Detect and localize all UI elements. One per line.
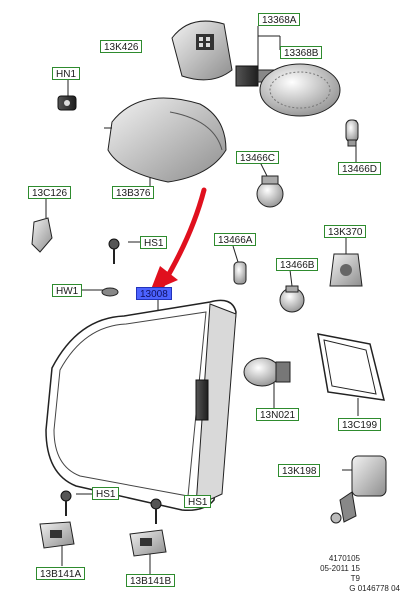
callout-13K198[interactable]: 13K198 [278, 464, 321, 477]
bulb-13N021-part [243, 357, 291, 387]
washer-HW1-part [101, 287, 119, 297]
callout-13466B[interactable]: 13466B [276, 258, 319, 271]
bulb-13466C-part [256, 175, 284, 208]
screw-HS1-top-part [108, 238, 120, 264]
bulb-13466B-part [279, 285, 305, 313]
bulb-13466D-part [345, 119, 359, 147]
drawing-reference-number: 4170105 [328, 554, 360, 563]
callout-13K370[interactable]: 13K370 [324, 225, 367, 238]
side-lens-13368B-part [259, 63, 341, 117]
callout-13C126[interactable]: 13C126 [28, 186, 72, 199]
drawing-graphic-id: G 0146778 04 [349, 584, 400, 593]
callout-13008[interactable]: 13008 [136, 287, 172, 300]
clip-13C126-part [31, 217, 53, 253]
callout-13C199[interactable]: 13C199 [338, 418, 382, 431]
callout-13N021[interactable]: 13N021 [256, 408, 300, 421]
nut-HN1-part [57, 95, 77, 111]
callout-HS1-top[interactable]: HS1 [140, 236, 168, 249]
callout-HS1-left[interactable]: HS1 [92, 487, 120, 500]
holder-13K370-part [329, 253, 363, 287]
callout-13368B[interactable]: 13368B [280, 46, 323, 59]
callout-13B141A[interactable]: 13B141A [36, 567, 86, 580]
drawing-code: T9 [350, 574, 360, 583]
callout-13B376[interactable]: 13B376 [112, 186, 155, 199]
bracket-13B141B-part [129, 529, 167, 557]
motor-13K198-part [330, 455, 387, 524]
cover-13C199-part [317, 333, 385, 401]
callout-13466C[interactable]: 13466C [236, 151, 280, 164]
bulb-13466A-part [233, 261, 247, 285]
screw-HS1-left-part [60, 490, 72, 516]
connector-13K426-part [171, 20, 233, 81]
callout-HS1-mid[interactable]: HS1 [184, 495, 212, 508]
drawing-date: 05-2011 15 [320, 564, 360, 573]
callout-HW1[interactable]: HW1 [52, 284, 83, 297]
screw-HS1-mid-part [150, 498, 162, 524]
callout-13466D[interactable]: 13466D [338, 162, 382, 175]
callout-13K426[interactable]: 13K426 [100, 40, 143, 53]
callout-HN1[interactable]: HN1 [52, 67, 81, 80]
callout-13B141B[interactable]: 13B141B [126, 574, 176, 587]
red-pointer-arrow [150, 187, 207, 292]
headlamp-13008-part [45, 299, 237, 512]
callout-13368A[interactable]: 13368A [258, 13, 301, 26]
cover-13B376-part [104, 97, 227, 183]
callout-13466A[interactable]: 13466A [214, 233, 257, 246]
bracket-13B141A-part [39, 521, 75, 549]
